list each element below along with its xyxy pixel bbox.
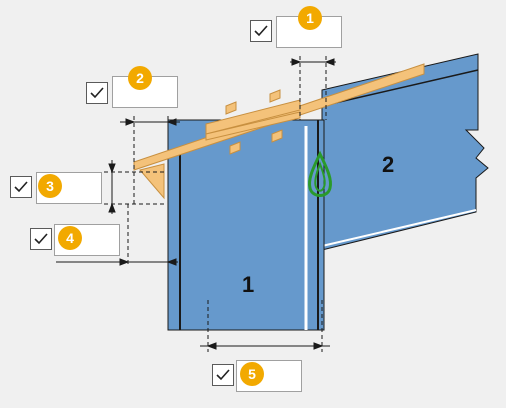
dimension-5 bbox=[200, 300, 330, 352]
part2-top-edge bbox=[321, 69, 479, 107]
checkmark-icon bbox=[34, 233, 48, 245]
option-4-badge: 4 bbox=[58, 226, 82, 250]
option-5-checkbox[interactable] bbox=[212, 364, 234, 386]
part2-label: 2 bbox=[382, 152, 394, 177]
dimension-1 bbox=[290, 56, 336, 120]
part2-bottom-flange-line bbox=[321, 209, 477, 247]
part1-label: 1 bbox=[242, 272, 254, 297]
option-1-checkbox[interactable] bbox=[250, 20, 272, 42]
option-3-badge: 3 bbox=[38, 174, 62, 198]
part1-web bbox=[167, 119, 325, 331]
option-3-checkbox[interactable] bbox=[10, 176, 32, 198]
dimension-4 bbox=[56, 204, 178, 266]
bolt-nub-3 bbox=[229, 141, 241, 155]
weld-symbol bbox=[308, 150, 332, 197]
dimension-3 bbox=[104, 160, 164, 214]
checkmark-icon bbox=[90, 87, 104, 99]
bolt-nub-4 bbox=[271, 129, 283, 143]
bolt-nub-2 bbox=[269, 89, 281, 103]
checkmark-icon bbox=[14, 181, 28, 193]
checkmark-icon bbox=[254, 25, 268, 37]
option-2-badge: 2 bbox=[128, 66, 152, 90]
bolt-nub-1 bbox=[225, 101, 237, 115]
option-1-badge: 1 bbox=[298, 6, 322, 30]
part2-web bbox=[321, 53, 489, 251]
checkmark-icon bbox=[216, 369, 230, 381]
flange-splice-plate-2 bbox=[205, 111, 301, 141]
option-5-badge: 5 bbox=[240, 362, 264, 386]
option-4-checkbox[interactable] bbox=[30, 228, 52, 250]
gusset-triangle bbox=[139, 163, 165, 200]
flange-splice-plate bbox=[205, 99, 301, 135]
dimension-2 bbox=[120, 116, 180, 204]
option-2-checkbox[interactable] bbox=[86, 82, 108, 104]
